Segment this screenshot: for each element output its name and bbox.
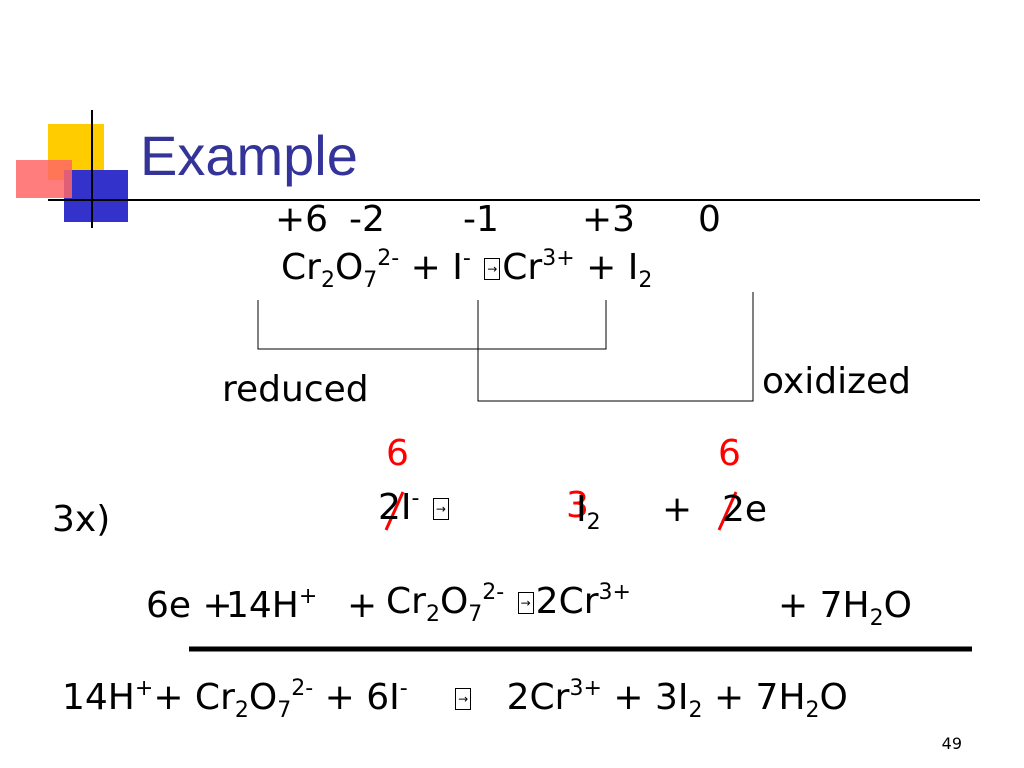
struck-six-left: 6 [386,433,409,474]
red-h-charge: + [298,584,318,609]
red-cr: Cr [386,581,426,622]
oxidized-label: oxidized [762,361,911,402]
arrow-icon: → [484,258,501,280]
oxidized-bracket [477,292,754,402]
arrow-icon: → [432,498,449,520]
total-equation: 14H++ Cr2O72- + 6I- → 2Cr3+ + 3I2 + 7H2O [62,677,848,722]
eq1-o: O [334,247,364,288]
ox-num-cr3: +3 [582,199,636,240]
red-h2o-o: O [883,585,912,626]
half-lhs-charge: - [411,486,420,511]
eq1-iodide: + I [399,247,463,288]
tot-h2o-o: O [819,677,848,718]
reduction-electrons: 6e + [146,585,233,626]
eq1-sub7: 7 [363,268,378,293]
tot-h2o-sub: 2 [805,698,820,723]
eq1-iodide-charge: - [462,246,471,271]
tot-charge: 2- [291,676,314,701]
eq1-cr3-charge: 3+ [542,246,575,271]
half-i2-sub: 2 [586,510,601,535]
arrow-icon: → [455,688,472,710]
tot-sub2: 2 [234,698,249,723]
ox-num-cr: +6 [275,199,329,240]
tot-i2: + 3I [613,677,689,718]
eq1-charge: 2- [377,246,400,271]
tot-i2-sub: 2 [688,698,703,723]
ox-num-i2: 0 [698,199,721,240]
tot-cr3-charge: 3+ [569,676,602,701]
reduction-water: + 7H2O [778,585,912,630]
tot-o: O [248,677,278,718]
reduction-plus: + [347,585,378,626]
strike-three: 3 [566,485,589,526]
logo-blue-square [64,170,128,222]
tot-i-charge: - [399,676,408,701]
page-title: Example [140,124,358,187]
tot-cr: + Cr [153,677,235,718]
arrow-icon: → [517,592,534,614]
half-electrons: 2e [722,489,768,530]
strike-slash-right [717,491,738,531]
red-sub7: 7 [468,602,483,627]
tot-i: + 6I [324,677,400,718]
half-lhs-2i: 2I [378,487,412,528]
eq1-cr: Cr [281,247,321,288]
eq1-sub2: 2 [320,268,335,293]
red-charge: 2- [482,580,505,605]
multiplier-label: 3x) [52,499,111,540]
half-i2: I [576,489,587,530]
eq1-iodine-sub: 2 [638,268,653,293]
eq1-iodine: + I [574,247,639,288]
struck-six-right: 6 [718,433,741,474]
ox-num-i-ion: -1 [463,199,499,240]
tot-h2o: + 7H [713,677,806,718]
red-o: O [439,581,469,622]
half-reaction-i2: I2 [576,489,601,534]
red-h2o-sub: 2 [869,606,884,631]
strike-slash-left [384,491,405,531]
tot-cr3: 2Cr [506,677,570,718]
red-h: 14H [226,585,299,626]
red-h2o: + 7H [778,585,870,626]
logo-red-square [16,160,72,198]
tot-h: 14H [62,677,135,718]
reduction-h: 14H+ [226,585,317,626]
red-sub2: 2 [425,602,440,627]
eq1-cr3: Cr [502,247,543,288]
red-cr3-charge: 3+ [598,580,631,605]
ox-num-o: -2 [349,199,385,240]
half-plus: + [662,489,693,530]
tot-sub7: 7 [277,698,292,723]
reduction-dichromate: Cr2O72- →2Cr3+ [386,581,631,626]
half-reaction-lhs: 2I- → [378,487,451,528]
red-cr3: 2Cr [535,581,599,622]
reduced-bracket [257,300,607,350]
reduced-label: reduced [222,369,369,410]
tot-h-charge: + [134,676,154,701]
slide-number: 49 [941,734,962,753]
unbalanced-equation: Cr2O72- + I- →Cr3+ + I2 [281,247,652,292]
